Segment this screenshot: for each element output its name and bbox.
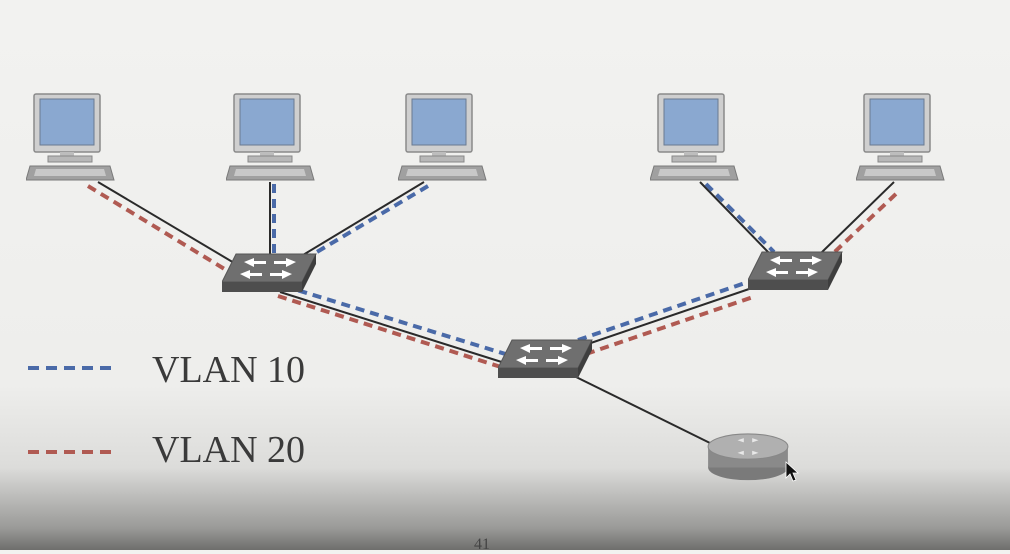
cable-pc3-sw1 — [297, 181, 425, 259]
legend-label-vlan20: VLAN 20 — [152, 429, 306, 471]
computer-icon — [650, 93, 739, 181]
computer-icon — [856, 93, 945, 181]
legend-label-vlan10: VLAN 10 — [152, 349, 306, 391]
cursor-icon — [785, 461, 800, 482]
switch-icon — [498, 339, 593, 379]
router-icon — [707, 433, 789, 481]
page-number: 41 — [474, 536, 490, 553]
vlan-10-links — [272, 182, 776, 358]
cable-sw3-router — [569, 373, 713, 445]
cable-pc1-sw1 — [97, 181, 247, 271]
cable-pc4-sw2 — [699, 181, 771, 255]
switch-icon — [748, 251, 843, 291]
cable-sw1-sw3 — [279, 291, 509, 365]
cables — [97, 181, 895, 445]
computer-icon — [398, 93, 487, 181]
computer-icon — [26, 93, 115, 181]
computer-icon — [226, 93, 315, 181]
vlan-20-links — [86, 184, 900, 370]
cable-pc5-sw2 — [819, 181, 895, 255]
cable-sw3-sw2 — [581, 287, 753, 347]
switch-icon — [222, 253, 317, 293]
